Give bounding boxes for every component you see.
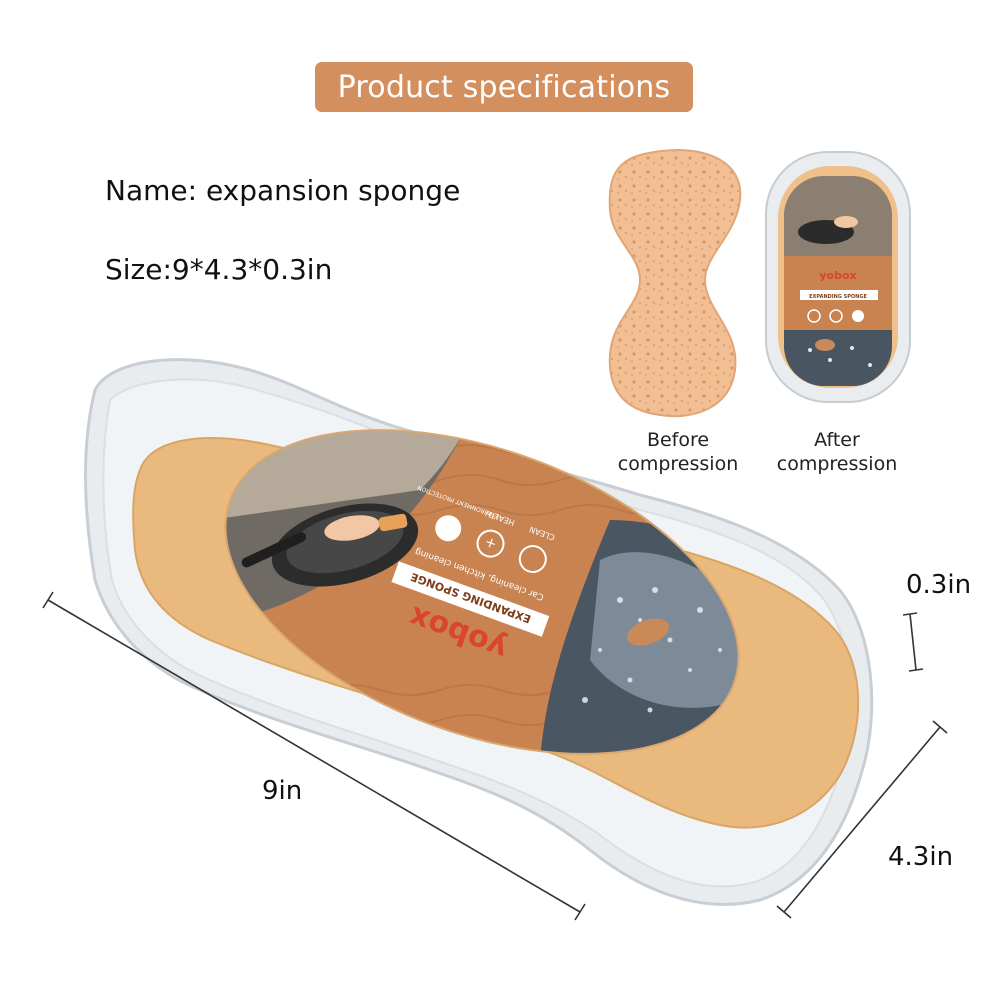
shield-plus-icon bbox=[476, 529, 505, 558]
thickness-dimension-line bbox=[909, 613, 917, 671]
small-label-product: EXPANDING SPONGE bbox=[809, 294, 867, 300]
small-label-brand: yobox bbox=[819, 269, 856, 282]
before-caption-line1: Before bbox=[646, 429, 710, 451]
svg-text:+: + bbox=[483, 533, 499, 552]
spec-size: Size:9*4.3*0.3in bbox=[105, 253, 333, 286]
after-compression-caption: After compression bbox=[757, 428, 917, 476]
sponge-after-image: yobox EXPANDING SPONGE bbox=[765, 151, 911, 403]
after-caption-line1: After bbox=[814, 429, 860, 451]
sponge-before-image bbox=[608, 149, 742, 418]
recycle-icon bbox=[518, 545, 547, 574]
before-compression-caption: Before compression bbox=[598, 428, 758, 476]
spec-name: Name: expansion sponge bbox=[105, 174, 461, 207]
width-label: 4.3in bbox=[888, 842, 954, 872]
title-banner: Product specifications bbox=[315, 62, 693, 112]
after-caption-line2: compression bbox=[776, 453, 898, 475]
thickness-label: 0.3in bbox=[906, 570, 972, 600]
dimension-lines bbox=[42, 591, 948, 921]
banner-title: Product specifications bbox=[337, 69, 671, 105]
width-dimension-line bbox=[783, 726, 941, 913]
length-label: 9in bbox=[262, 776, 303, 806]
length-dimension-line bbox=[47, 599, 581, 913]
before-caption-line2: compression bbox=[617, 453, 739, 475]
leaf-icon bbox=[435, 515, 462, 542]
